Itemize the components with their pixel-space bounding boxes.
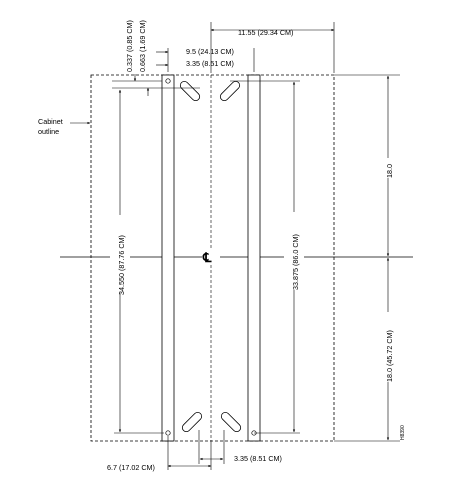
top-left-slot [179, 80, 201, 102]
dim-top-hole-offset: 3.35 (8.51 CM) [186, 59, 234, 68]
left-rail-bottom-hole [165, 430, 171, 436]
dim-right-height: 33.875 (86.0 CM) [291, 234, 300, 290]
cabinet-label-line1: Cabinet [38, 117, 63, 126]
left-rail-top-hole [165, 78, 171, 84]
centerline-symbol: ℄ [202, 250, 212, 265]
bottom-left-slot [181, 411, 203, 433]
dim-right-top: 18.0 [385, 164, 394, 178]
figure-id: H8390 [400, 425, 406, 440]
dim-top-overall: 11.55 (29.34 CM) [238, 28, 293, 37]
dim-bottom-left: 6.7 (17.02 CM) [107, 463, 155, 472]
left-rail [161, 74, 175, 442]
cabinet-label-line2: outline [38, 127, 59, 136]
right-rail [247, 74, 261, 442]
dim-top-rail-span: 9.5 (24.13 CM) [186, 47, 234, 56]
cabinet-outline [90, 74, 335, 442]
dim-right-bottom: 18.0 (45.72 CM) [385, 330, 394, 382]
bottom-right-slot [220, 411, 242, 433]
dim-bottom-right: 3.35 (8.51 CM) [234, 454, 282, 463]
dim-vertical-small-2: 0.663 (1.69 CM) [138, 20, 147, 72]
dim-vertical-small-1: 0.337 (0.85 CM) [125, 20, 134, 72]
top-right-slot [219, 80, 241, 102]
dim-left-height: 34.550 (87.76 CM) [117, 235, 126, 295]
